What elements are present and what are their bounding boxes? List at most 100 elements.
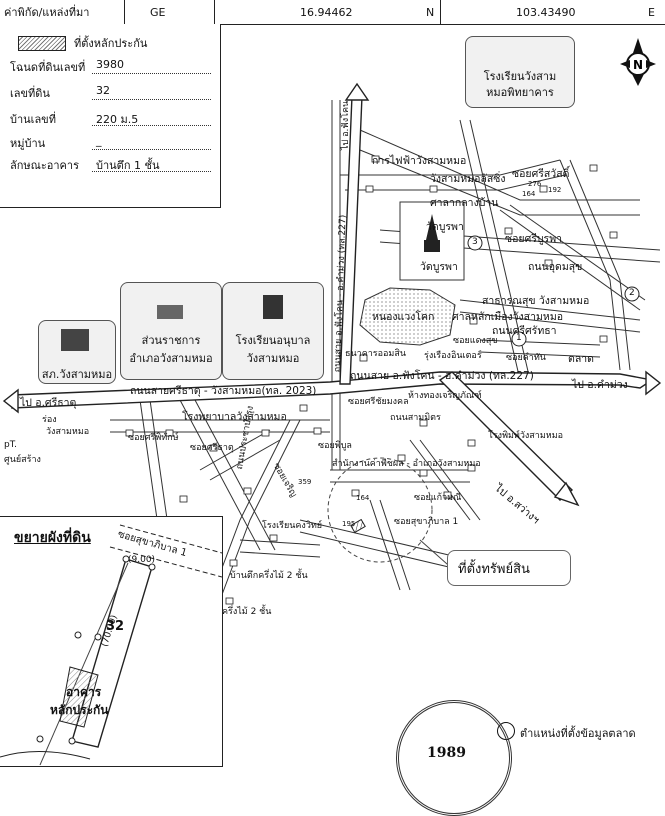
label-house-2floor: ครึ่งไม้ 2 ชั้น	[222, 607, 272, 617]
label-soi-khamhan: ซอยคำทัน	[506, 353, 546, 363]
label-hospital: โรงพยาบาลวังสามหมอ	[182, 411, 287, 423]
coord-lon-dir: E	[648, 5, 655, 19]
inset-building-2: หลักประกัน	[50, 703, 109, 717]
label-health: สาธารณสุข วังสามหมอ	[482, 295, 590, 307]
main-road	[2, 370, 662, 414]
left-note-b: วังสามหมอ	[46, 427, 90, 437]
info-row-deed: โฉนดที่ดินเลขที่ 3980	[10, 58, 215, 76]
label-to-khammuang: ไป อ.คำม่วง	[572, 379, 628, 391]
label-bank: ธนาคารออมสิน	[345, 349, 406, 359]
coord-longitude: 103.43490	[516, 5, 576, 19]
coord-label: ค่าพิกัด/แหล่งที่มา	[4, 6, 90, 19]
label-main-west: ถนนสายศรีธาตุ - วังสามหมอ(ทล. 2023)	[130, 385, 317, 397]
label-pond: หนองแวงโคก	[372, 311, 435, 323]
property-radius	[327, 457, 433, 563]
inset-building: อาคาร	[66, 685, 102, 699]
house-no-276: 276	[528, 180, 542, 188]
inset-width: (9.00)	[128, 555, 156, 565]
info-row-building: ลักษณะอาคาร บ้านตึก 1 ชั้น	[10, 156, 215, 174]
hatch-swatch	[18, 36, 66, 51]
label-shop: รุ่งเรืองอินเตอร์	[424, 351, 482, 361]
label-soi-srisutha: ซอยศรีบูรพา	[505, 233, 563, 245]
inset-parcel-no: 32	[106, 619, 125, 634]
label-shrine: ศาลหลักเมืองวังสามหมอ	[452, 311, 564, 323]
stamp-year: 1989	[427, 745, 466, 761]
coord-lat-dir: N	[426, 5, 435, 19]
house-no-192: 192	[548, 186, 562, 194]
label-temple-2: วัดบูรพา	[420, 261, 458, 273]
parcel-drawing	[0, 524, 222, 766]
north-arrow-icon: N	[620, 38, 656, 86]
property-marker	[350, 518, 366, 534]
label-udomsuk: ถนนอุดมสุข	[528, 261, 583, 273]
label-soi-sukho: ซอยศรีพิทักษ์	[128, 433, 179, 443]
temple-icon	[424, 214, 440, 252]
label-electric: การไฟฟ้าวังสามหมอ	[372, 155, 467, 167]
label-srisatha: ถนนศรีศรัทธา	[492, 325, 557, 337]
building-icons	[125, 155, 618, 605]
inset-title: ขยายผังที่ดิน	[14, 530, 91, 546]
label-main-east: ถนนสาย อ.ฟังโคน - อ.คำม่วง (ทล.227)	[350, 370, 534, 382]
legend-box: ที่ตั้งหลักประกัน โฉนดที่ดินเลขที่ 3980 …	[0, 24, 221, 208]
label-library: วังสามหมอลัสซิ่ง	[430, 173, 506, 185]
label-soi-namdam: ถนนสามมิตร	[390, 413, 441, 423]
label-to-srithat: ไป อ.ศรีธาตุ	[20, 397, 77, 409]
label-sub-office: สำนักงานค่าพืชผล - อำเภอวังสามหมอ	[332, 459, 481, 469]
label-soi-srithamrat: ซอยศรีชัยมงคล	[348, 397, 409, 407]
hatch-label: ที่ตั้งหลักประกัน	[74, 37, 148, 50]
info-row-land-no: เลขที่ดิน 32	[10, 84, 215, 102]
house-no-195: 195	[342, 520, 356, 528]
label-soi-srithat: ซอยศรีธาตุ	[190, 443, 234, 453]
coord-latitude: 16.94462	[300, 5, 353, 19]
police-card: สภ.วังสามหมอ	[38, 320, 116, 384]
district-office-card: ส่วนราชการ อำเภอวังสามหมอ	[120, 282, 222, 380]
label-sala: ศาลากลางบ้าน	[430, 197, 499, 209]
house-no-359: 359	[298, 478, 312, 486]
pond-area	[359, 287, 456, 346]
label-soi-phibun: ซอยพิบูล	[318, 441, 352, 451]
label-soi-kaewmanee: ซอยแก้วมณี	[414, 493, 462, 503]
north-road	[339, 82, 370, 385]
kindergarten-label: โรงเรียนอนุบาล	[235, 334, 311, 347]
info-row-house-no: บ้านเลขที่ 220 ม.5	[10, 110, 215, 128]
police-station-icon	[61, 329, 89, 351]
school-top-label: โรงเรียนวังสาม	[483, 70, 557, 83]
road-label-north: ไป อ.ฟังโคน	[341, 100, 351, 150]
property-callout: ที่ตั้งทรัพย์สิน	[447, 550, 571, 586]
kindergarten-label-2: วังสามหมอ	[246, 352, 300, 365]
label-rongkrom: โรงเรียนคงวิทย์	[262, 521, 323, 531]
label-house-1floor: บ้านตึกครึ่งไม้ 2 ชั้น	[230, 571, 308, 581]
label-soi-suk1: ซอยสุขาภิบาล 1	[394, 517, 459, 527]
market-note-label: ตำแหน่งที่ตั้งข้อมูลตลาด	[520, 727, 636, 740]
coordinate-bar: ค่าพิกัด/แหล่งที่มา GE 16.94462 N 103.43…	[0, 0, 665, 25]
left-note-a: ร่อง	[42, 415, 57, 425]
stamp-seal: 1989	[396, 700, 512, 816]
left-note-d: ศูนย์สร้าง	[4, 455, 41, 465]
school-flag-icon	[263, 295, 283, 319]
police-label: สภ.วังสามหมอ	[41, 368, 113, 381]
label-store: ห้างทองเจริญภัณฑ์	[408, 391, 482, 401]
school-top-label-2: หมอพิทยาคาร	[486, 86, 554, 99]
label-print: โรงพิมพ์วังสามหมอ	[488, 431, 564, 441]
label-soi-kaenglong: ซอยแดงสุข	[453, 336, 498, 346]
marker-3: 3	[472, 237, 478, 247]
info-row-village: หมู่บ้าน _	[10, 134, 215, 152]
house-no-164b: 164	[356, 494, 370, 502]
label-temple: วัดบูรพา	[426, 221, 464, 233]
kindergarten-card: โรงเรียนอนุบาล วังสามหมอ	[222, 282, 324, 380]
coord-source: GE	[150, 5, 166, 19]
marker-1: 1	[516, 333, 522, 343]
house-no-164a: 164	[522, 190, 536, 198]
district-office-label-2: อำเภอวังสามหมอ	[129, 352, 213, 365]
label-market: ตลาด	[568, 353, 594, 365]
district-office-label: ส่วนราชการ	[141, 334, 201, 347]
marker-2: 2	[629, 288, 635, 298]
svg-text:N: N	[633, 58, 643, 72]
south-road	[438, 371, 580, 507]
label-soi-srisawat: ซอยศรีสวัสดิ์	[512, 168, 570, 180]
left-note-c: pT.	[4, 440, 18, 450]
property-callout-label: ที่ตั้งทรัพย์สิน	[458, 562, 530, 577]
office-building-icon	[157, 305, 183, 319]
circle-markers	[467, 235, 640, 347]
school-top-card: โรงเรียนวังสาม หมอพิทยาคาร	[465, 36, 575, 108]
